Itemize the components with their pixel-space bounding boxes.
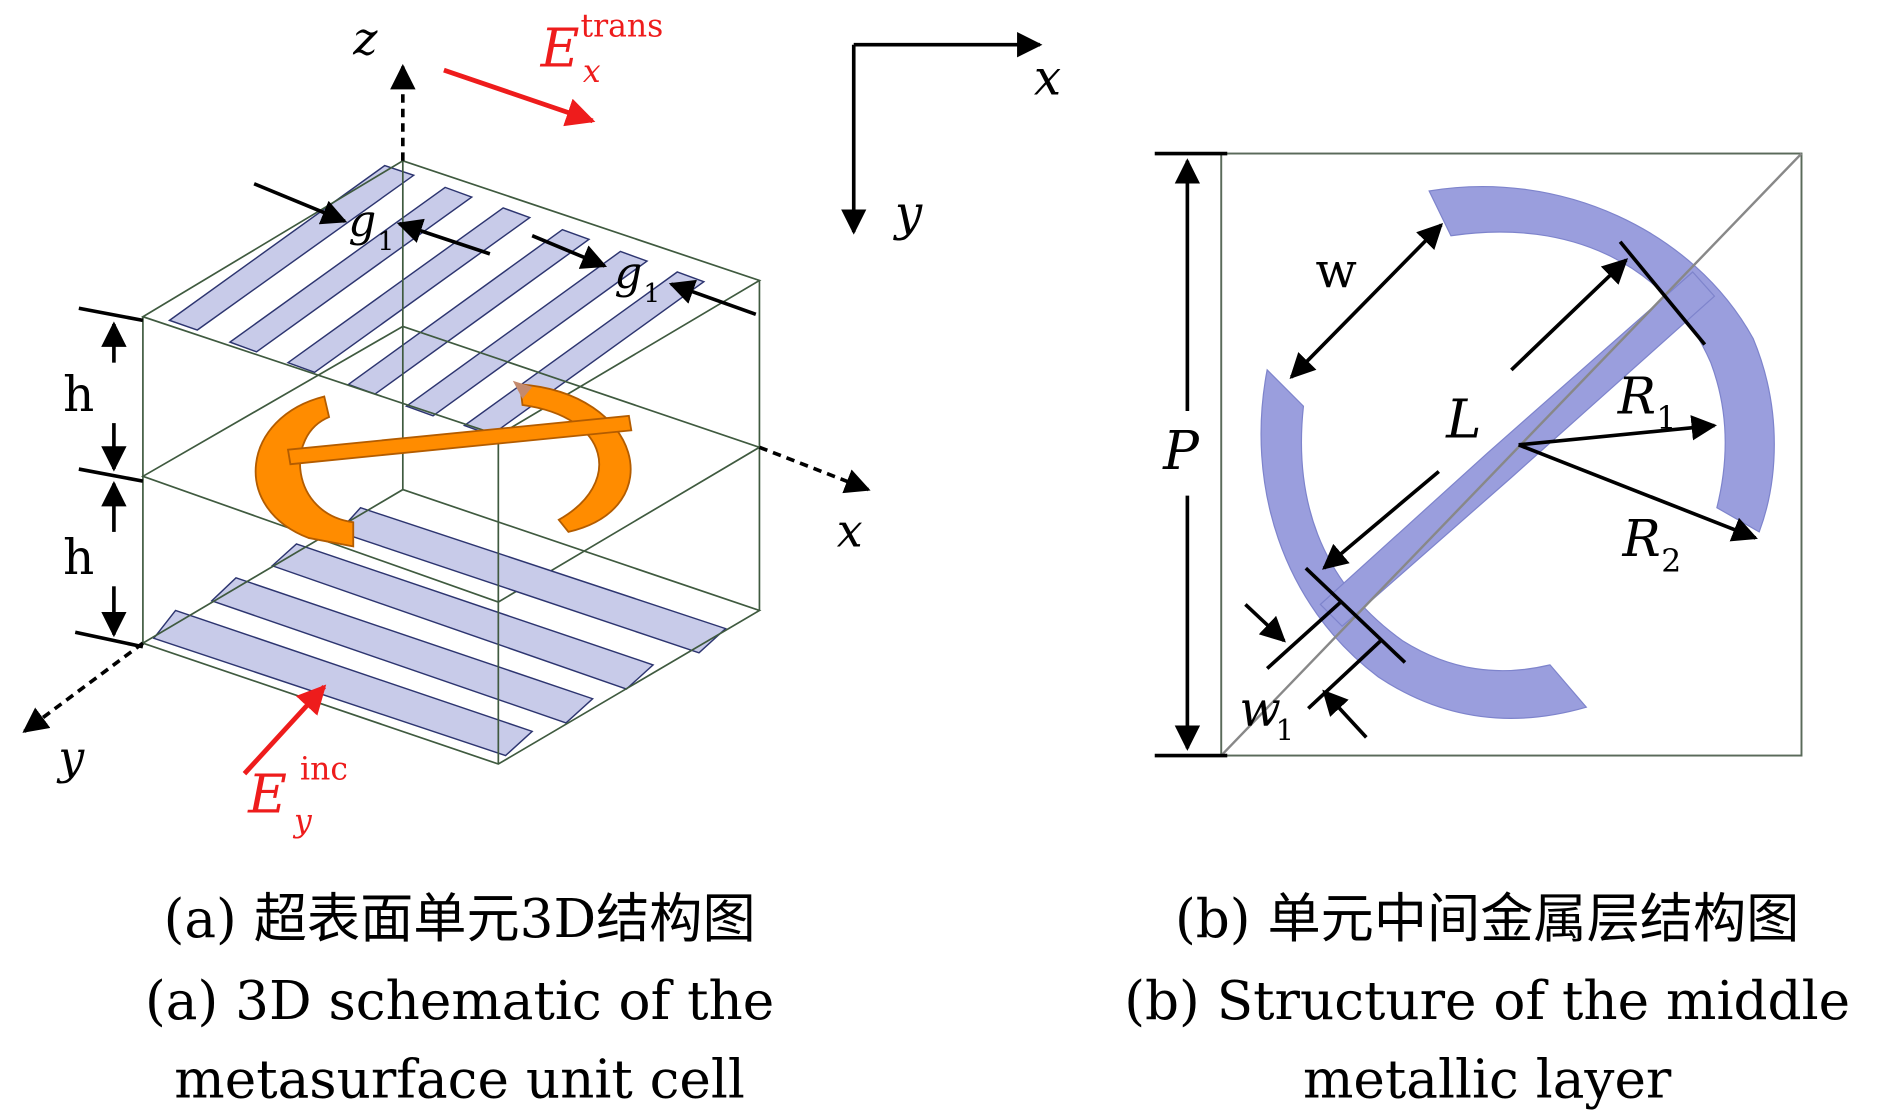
inner-radius-dimension: R 1 xyxy=(1518,366,1717,447)
outer-radius-dimension: R 2 xyxy=(1517,443,1758,580)
svg-text:E: E xyxy=(540,17,580,79)
svg-text:P: P xyxy=(1162,420,1200,482)
caption-a-en-1: (a) 3D schematic of the xyxy=(145,970,774,1032)
svg-text:w: w xyxy=(1316,244,1357,300)
diagonal-line xyxy=(1220,152,1803,757)
gap-dimension-1: g 1 xyxy=(253,182,491,257)
x-axis-label: x xyxy=(837,503,863,557)
svg-text:1: 1 xyxy=(643,278,660,309)
incident-field-label: E y inc xyxy=(247,752,348,840)
svg-text:R: R xyxy=(1622,509,1661,568)
y-axis-label: y xyxy=(56,731,85,785)
svg-text:2: 2 xyxy=(1661,544,1681,580)
top-strip-grating xyxy=(167,164,706,437)
caption-a-en-2: metasurface unit cell xyxy=(174,1049,745,1111)
gap-dimension-2: g 1 xyxy=(531,234,757,317)
split-ring-resonator-3d xyxy=(254,380,633,548)
svg-text:1: 1 xyxy=(377,226,394,257)
svg-text:x: x xyxy=(583,54,601,90)
y-axis xyxy=(22,641,144,733)
transmitted-field-label: E x trans xyxy=(540,8,664,90)
svg-text:L: L xyxy=(1445,389,1481,451)
transmitted-field-arrow xyxy=(443,67,596,127)
svg-text:h: h xyxy=(63,367,94,423)
caption-a-cn: (a) 超表面单元3D结构图 xyxy=(164,888,756,950)
svg-text:g: g xyxy=(348,197,376,247)
bottom-plane xyxy=(140,488,762,765)
svg-text:g: g xyxy=(614,249,642,299)
svg-text:h: h xyxy=(63,530,94,586)
z-axis-label: z xyxy=(352,11,378,65)
panel-b-middle-layer: P w L R 1 R 2 xyxy=(1154,151,1803,758)
coordinate-system: x y xyxy=(841,32,1061,242)
caption-b-cn: (b) 单元中间金属层结构图 xyxy=(1175,888,1799,950)
x-axis xyxy=(758,445,871,494)
unit-cell-boundary xyxy=(1220,152,1803,757)
svg-text:y: y xyxy=(893,186,923,242)
bottom-strip-grating xyxy=(152,506,727,757)
svg-text:inc: inc xyxy=(300,752,348,788)
caption-a: (a) 超表面单元3D结构图 (a) 3D schematic of the m… xyxy=(145,888,774,1111)
svg-text:y: y xyxy=(292,804,313,840)
svg-text:1: 1 xyxy=(1276,713,1294,747)
bar-length-dimension: L xyxy=(1304,240,1707,664)
incident-field-arrow xyxy=(242,684,327,776)
svg-text:w: w xyxy=(1239,681,1280,737)
caption-b-en-1: (b) Structure of the middle xyxy=(1124,970,1850,1032)
gap-width-dimension: w xyxy=(1289,223,1444,379)
svg-text:1: 1 xyxy=(1656,401,1676,437)
height-dimension-1: h xyxy=(63,306,144,472)
period-dimension: P xyxy=(1154,151,1228,758)
svg-text:trans: trans xyxy=(581,8,664,44)
height-dimension-2: h xyxy=(63,481,127,638)
caption-b: (b) 单元中间金属层结构图 (b) Structure of the midd… xyxy=(1124,888,1850,1111)
svg-text:E: E xyxy=(247,763,287,825)
svg-text:R: R xyxy=(1617,366,1656,425)
panel-a-3d-schematic: z x y E x trans E y inc g 1 xyxy=(22,8,871,840)
top-plane xyxy=(140,159,762,437)
caption-b-en-2: metallic layer xyxy=(1303,1049,1672,1111)
bar-width-dimension: w 1 xyxy=(1239,599,1383,747)
svg-text:x: x xyxy=(1034,50,1061,106)
